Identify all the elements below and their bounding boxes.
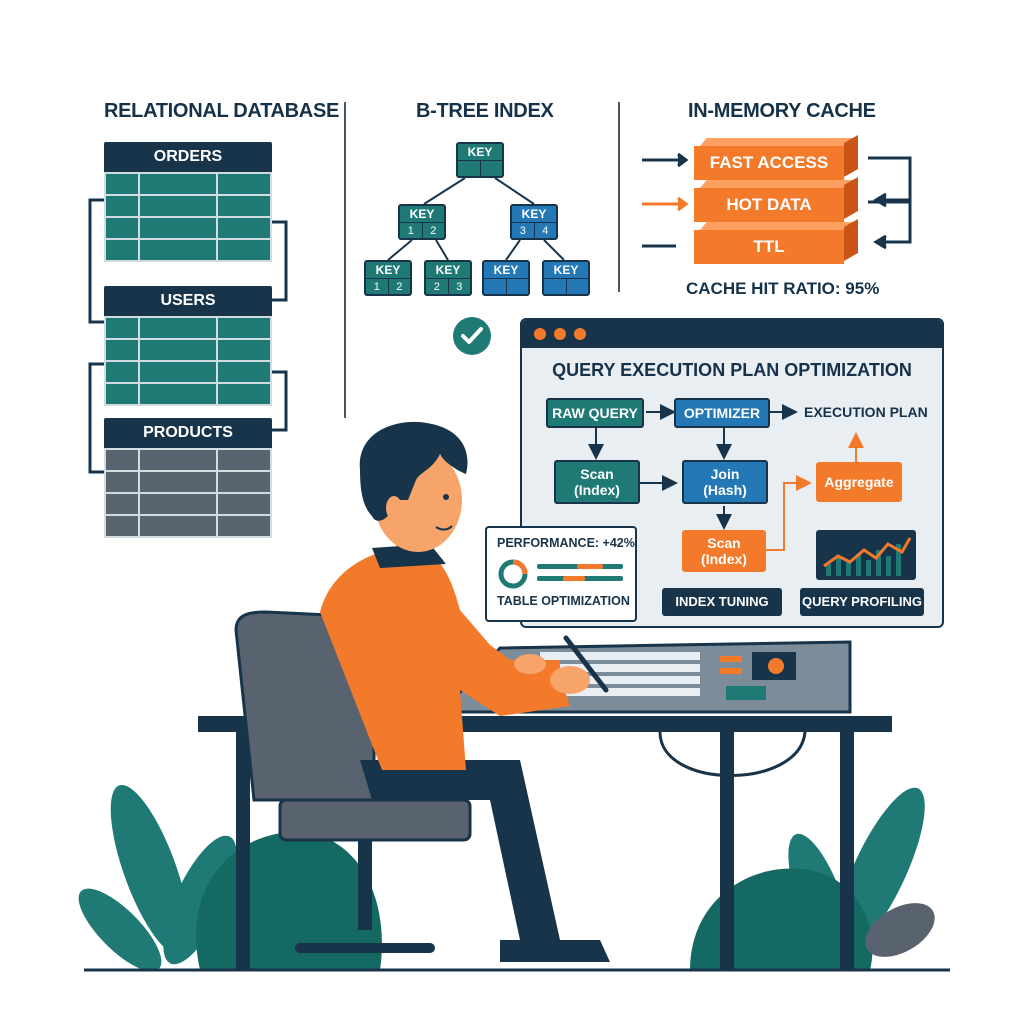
performance-label: PERFORMANCE: +42% — [497, 536, 635, 550]
performance-card: PERFORMANCE: +42% TABLE OPTIMIZATION — [485, 526, 637, 622]
cache-layer-fast-access: FAST ACCESS — [694, 134, 858, 180]
window-dot-2 — [554, 328, 566, 340]
window-titlebar — [522, 320, 942, 348]
window-dot-1 — [534, 328, 546, 340]
cache-hit-ratio: CACHE HIT RATIO: 95% — [686, 279, 880, 298]
query-plan-arrows — [588, 404, 864, 551]
cache-layer-hot-data: HOT DATA — [694, 176, 858, 222]
scan-index-node-1: Scan (Index) — [554, 460, 640, 504]
section-divider-2 — [618, 102, 620, 292]
users-table: USERS — [104, 286, 272, 406]
products-table-header: PRODUCTS — [104, 418, 272, 448]
scan-index-node-2: Scan (Index) — [682, 530, 766, 572]
optimizer-node: OPTIMIZER — [674, 398, 770, 428]
plant-right — [690, 787, 935, 970]
cache-arrows — [642, 152, 912, 250]
relational-database-title: RELATIONAL DATABASE — [104, 100, 340, 122]
performance-gauge-icon — [498, 559, 623, 589]
users-table-header: USERS — [104, 286, 272, 316]
section-divider-1 — [344, 102, 346, 418]
orders-table-header: ORDERS — [104, 142, 272, 172]
cache-layer-ttl: TTL — [694, 218, 858, 264]
btree-edges — [387, 177, 565, 261]
btree-root-node: KEY — [456, 142, 504, 178]
btree-index-title: B-TREE INDEX — [416, 100, 554, 122]
index-tuning-tag: INDEX TUNING — [662, 588, 782, 616]
in-memory-cache-title: IN-MEMORY CACHE — [688, 100, 876, 122]
raw-query-node: RAW QUERY — [546, 398, 644, 428]
window-dot-3 — [574, 328, 586, 340]
checkmark-icon — [453, 317, 491, 355]
execution-plan-node: EXECUTION PLAN — [804, 404, 928, 420]
btree-leaf-node-3: KEY — [482, 260, 530, 296]
query-plan-title: QUERY EXECUTION PLAN OPTIMIZATION — [552, 360, 912, 380]
products-table: PRODUCTS — [104, 418, 272, 538]
join-hash-node: Join (Hash) — [682, 460, 768, 504]
orders-table: ORDERS — [104, 142, 272, 262]
table-relationship-lines — [88, 198, 288, 474]
query-profiling-tag: QUERY PROFILING — [800, 588, 924, 616]
aggregate-node: Aggregate — [816, 462, 902, 502]
profiling-chart-icon — [816, 530, 916, 580]
table-optimization-label: TABLE OPTIMIZATION — [497, 594, 630, 608]
btree-leaf-node-4: KEY — [542, 260, 590, 296]
